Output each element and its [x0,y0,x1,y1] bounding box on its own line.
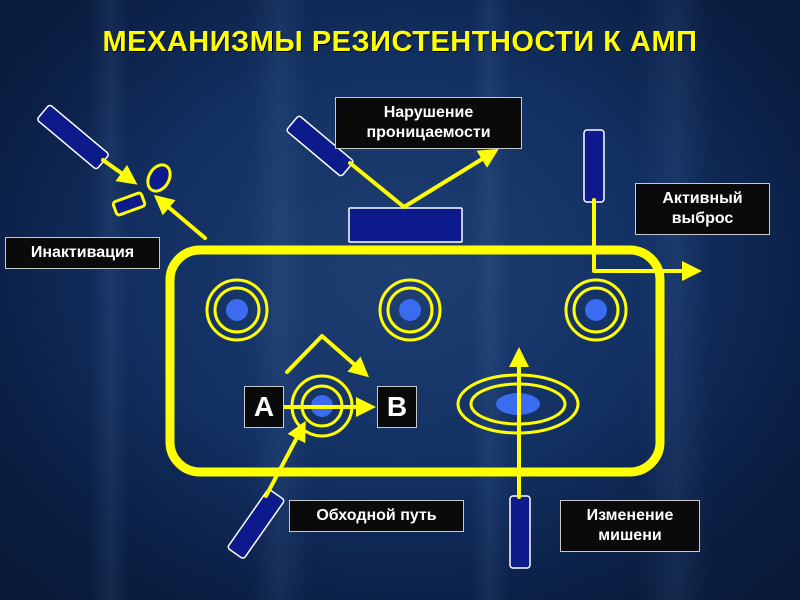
pathway-node-a: A [244,386,284,428]
label-efflux-line1: Активный [662,190,743,207]
arrow-permeability [348,148,499,209]
label-efflux-line2: выброс [671,210,734,227]
label-inactivation-text: Инактивация [30,244,135,261]
label-inactivation: Инактивация [5,237,160,269]
label-efflux: Активный выброс [635,183,770,235]
drug-molecule-bypass [227,489,285,559]
page-title: МЕХАНИЗМЫ РЕЗИСТЕНТНОСТИ К АМП [102,26,698,58]
target-site-center [378,278,442,342]
label-target-line1: Изменение [586,507,674,524]
target-site-right [564,278,628,342]
label-permeability: Нарушение проницаемости [335,97,522,149]
drug-molecule-inactivation [37,104,109,170]
arrow-bypass [264,420,306,498]
label-bypass: Обходной путь [289,500,464,532]
label-target-line2: мишени [598,527,662,544]
drug-molecule-permeability [286,115,354,177]
arrow-inactivation-in [101,158,138,185]
drug-molecule-target [509,495,531,569]
label-target-change: Изменение мишени [560,500,700,552]
arrow-inactivation-out [153,194,207,240]
pathway-node-b: B [377,386,417,428]
bacterial-cell [165,245,665,477]
label-permeability-line1: Нарушение [383,104,474,121]
label-bypass-text: Обходной путь [316,507,437,524]
arrow-pathway-arch [285,334,370,378]
target-site-left [205,278,269,342]
drug-fragment-oval [146,163,172,193]
drug-fragment-rect [111,191,147,217]
membrane-barrier [348,207,463,243]
arrow-efflux [592,198,702,281]
label-permeability-line2: проницаемости [366,124,491,141]
drug-molecule-efflux [583,129,605,203]
